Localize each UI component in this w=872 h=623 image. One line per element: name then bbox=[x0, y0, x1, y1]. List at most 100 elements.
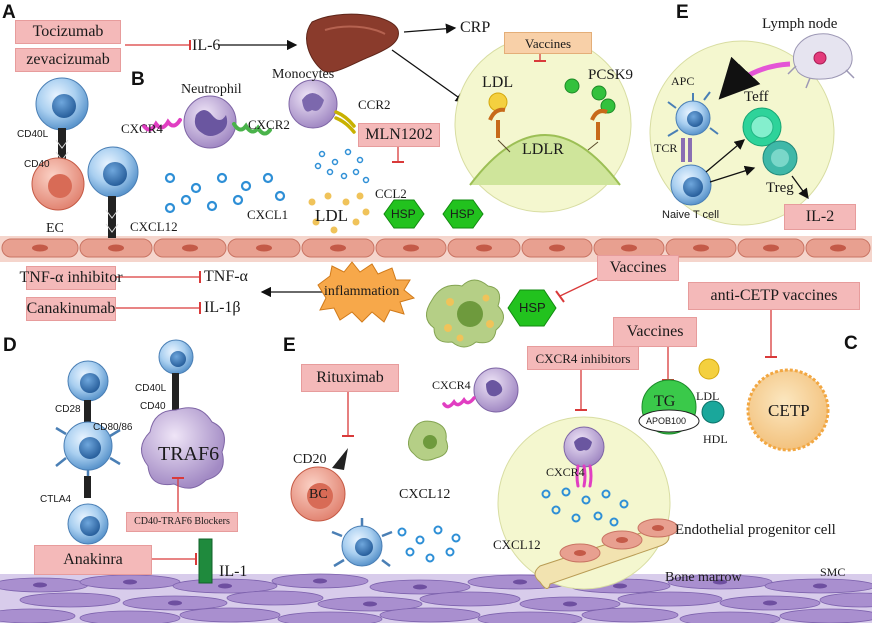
tnf-inhibitor-box: TNF-α inhibitor bbox=[19, 266, 123, 290]
panel-letter-d: D bbox=[3, 335, 17, 356]
panel-letter-e-bottom: E bbox=[283, 335, 296, 356]
hsp-label-3: HSP bbox=[519, 300, 546, 315]
cxcl-chemokines bbox=[164, 172, 286, 214]
ldl-label-a: LDL bbox=[482, 74, 514, 91]
tcr-label: TCR bbox=[654, 141, 678, 155]
hsp-hexagon-1 bbox=[383, 199, 425, 229]
cd20-label: CD20 bbox=[293, 452, 327, 467]
cd40-traf6-blockers-box: CD40-TRAF6 Blockers bbox=[126, 512, 238, 532]
ccl2-chemokines bbox=[314, 148, 370, 184]
ccr2-label: CCR2 bbox=[358, 97, 391, 112]
traf6-cell bbox=[141, 339, 225, 489]
cd40-label-a: CD40 bbox=[24, 159, 50, 170]
tnf-label: TNF-α bbox=[204, 268, 248, 285]
cd40l-label-a: CD40L bbox=[17, 129, 49, 140]
lymph-node bbox=[787, 33, 855, 89]
tcell-circle bbox=[649, 40, 835, 226]
panel-letter-b: B bbox=[131, 69, 145, 90]
hsp-label-1: HSP bbox=[391, 207, 416, 221]
dendritic-cell-e bbox=[331, 518, 393, 568]
hsp-hexagon-3 bbox=[507, 289, 557, 327]
naive-t-label: Naive T cell bbox=[662, 209, 720, 221]
b-cell bbox=[290, 448, 348, 522]
inflammation-label: inflammation bbox=[324, 284, 400, 299]
cxcl12-chemokines-inner bbox=[541, 487, 629, 527]
small-macrophage bbox=[408, 420, 449, 461]
monocyte-cell bbox=[288, 79, 356, 134]
cxcl12-label-b: CXCL12 bbox=[130, 219, 178, 234]
bone-marrow-label: Bone marrow bbox=[665, 570, 742, 585]
teff-label: Teff bbox=[744, 89, 769, 105]
cxcr4-label-b: CXCR4 bbox=[121, 121, 163, 136]
macrophage-cell bbox=[426, 279, 504, 348]
hsp-label-2: HSP bbox=[450, 207, 475, 221]
hsp-hexagon-2 bbox=[442, 199, 484, 229]
ldl-label-b: LDL bbox=[315, 206, 349, 225]
inflammation-burst bbox=[317, 261, 416, 323]
il1-receptor-bar bbox=[198, 538, 213, 584]
endothelial-layer bbox=[0, 236, 872, 262]
vaccines-tg-box: Vaccines bbox=[613, 317, 697, 347]
anti-cetp-vaccines-box: anti-CETP vaccines bbox=[688, 282, 860, 310]
cxcr2-label: CXCR2 bbox=[248, 117, 290, 132]
liver-shape bbox=[306, 13, 399, 73]
ec-label: EC bbox=[46, 221, 64, 236]
hdl-label: HDL bbox=[703, 432, 728, 446]
canakinumab-box: Canakinumab bbox=[26, 297, 116, 321]
vaccines-hsp-box: Vaccines bbox=[597, 255, 679, 281]
anakinra-box: Anakinra bbox=[34, 545, 152, 575]
tg-label: TG bbox=[654, 393, 676, 410]
panel-letter-c: C bbox=[844, 333, 858, 354]
ctla4-label: CTLA4 bbox=[40, 494, 72, 505]
mln1202-box: MLN1202 bbox=[358, 123, 440, 147]
cd40l-label-d: CD40L bbox=[135, 383, 167, 394]
ldl-particles-b bbox=[308, 192, 370, 234]
cxcl12-label-inner: CXCL12 bbox=[493, 537, 541, 552]
neutrophil-cell bbox=[142, 95, 272, 149]
rituximab-box: Rituximab bbox=[301, 364, 399, 392]
ldl-label-c: LDL bbox=[696, 389, 720, 403]
ldlr-circle bbox=[454, 35, 632, 213]
cxcl12-chemokines-e bbox=[397, 525, 461, 563]
cd8086-label: CD80/86 bbox=[93, 422, 133, 433]
smc-label: SMC bbox=[820, 565, 846, 579]
cxcr4-inhibitors-box: CXCR4 inhibitors bbox=[527, 346, 639, 370]
treg-label: Treg bbox=[766, 180, 794, 196]
neutrophil-label: Neutrophil bbox=[181, 82, 242, 97]
vaccines-pcsk9-box: Vaccines bbox=[504, 32, 592, 54]
traf6-label: TRAF6 bbox=[158, 443, 220, 465]
zevacizumab-box: zevacizumab bbox=[15, 48, 121, 72]
ldlr-label: LDLR bbox=[522, 141, 564, 158]
panel-letter-e-top: E bbox=[676, 2, 689, 23]
crp-label: CRP bbox=[460, 19, 491, 36]
smc-layer bbox=[0, 573, 872, 623]
cd28-label: CD28 bbox=[55, 404, 81, 415]
endothelial-progenitor-label: Endothelial progenitor cell bbox=[675, 522, 836, 538]
il2-box: IL-2 bbox=[784, 204, 856, 230]
apob100-label: APOB100 bbox=[646, 416, 687, 426]
lymph-node-label: Lymph node bbox=[762, 16, 838, 32]
tg-apob-particle bbox=[638, 379, 700, 435]
monocytes-label: Monocytes bbox=[272, 67, 335, 82]
panel-letter-a: A bbox=[2, 2, 16, 23]
cxcl12-label-e: CXCL12 bbox=[399, 487, 451, 502]
bc-label: BC bbox=[309, 487, 328, 502]
cetp-label: CETP bbox=[768, 401, 810, 420]
cd40-label-d: CD40 bbox=[140, 401, 166, 412]
apc-label: APC bbox=[671, 74, 695, 88]
il1-label: IL-1 bbox=[219, 563, 248, 580]
crp-arrow bbox=[403, 23, 457, 34]
ccl2-label: CCL2 bbox=[375, 186, 407, 201]
pcsk9-label: PCSK9 bbox=[588, 67, 634, 83]
liver-ldlr-arrow bbox=[391, 49, 467, 103]
cetp-particle bbox=[698, 358, 830, 452]
cxcr4-label-inner: CXCR4 bbox=[546, 465, 585, 479]
cxcr4-neutrophil-e bbox=[442, 367, 519, 413]
cd40-cells-a bbox=[31, 77, 139, 238]
costim-cells-d bbox=[55, 360, 121, 545]
il6-label: IL-6 bbox=[192, 37, 221, 54]
cxcl1-label: CXCL1 bbox=[247, 207, 289, 222]
il1b-label: IL-1β bbox=[204, 299, 241, 316]
